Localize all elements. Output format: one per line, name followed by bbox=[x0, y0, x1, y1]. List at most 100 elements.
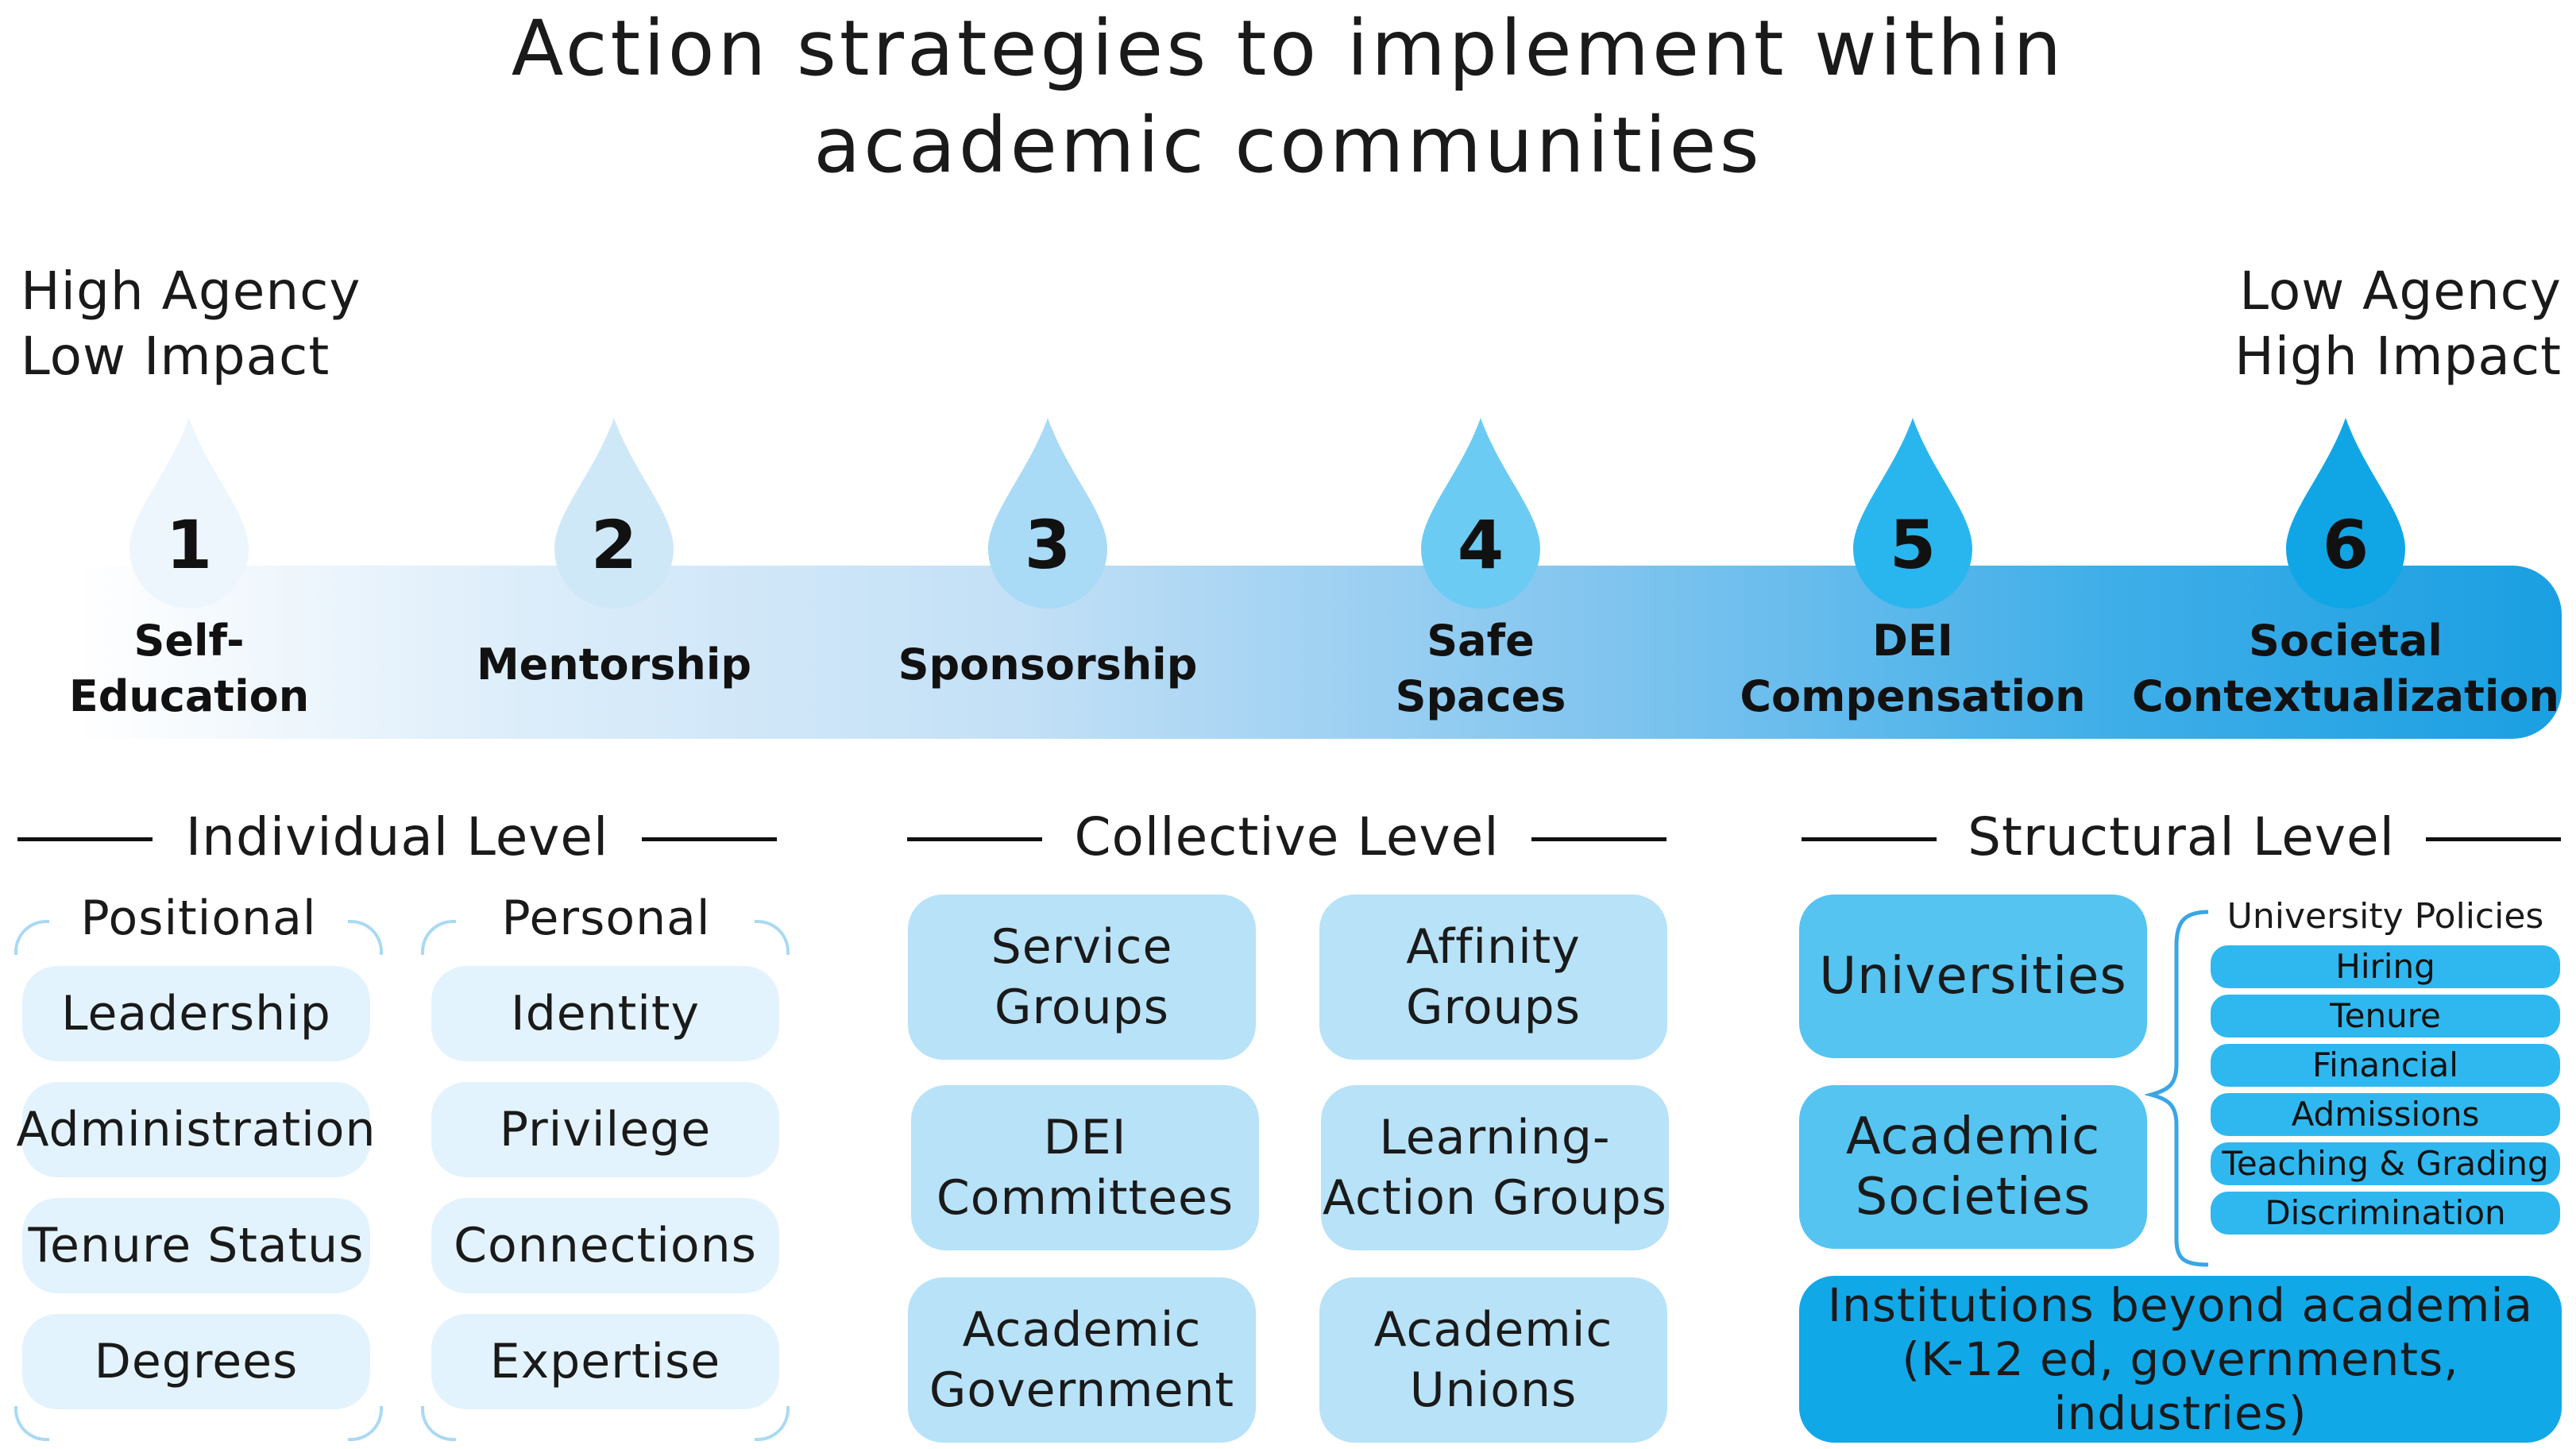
stage-number-5: 5 bbox=[1889, 506, 1937, 584]
positional-item: Leadership bbox=[22, 966, 370, 1061]
stage-label-line: Self- bbox=[133, 616, 245, 666]
stage-label-6: Societal Contextualization bbox=[2123, 613, 2568, 724]
collective-level-title: Collective Level bbox=[1074, 806, 1500, 867]
stage-label-line: DEI bbox=[1872, 616, 1953, 666]
collective-item-line: Academic bbox=[1373, 1302, 1613, 1358]
positional-brace-bottom-right bbox=[348, 1406, 383, 1441]
personal-item: Expertise bbox=[431, 1314, 779, 1409]
personal-item: Connections bbox=[431, 1198, 779, 1293]
stage-number-4: 4 bbox=[1457, 506, 1504, 584]
agency-impact-gradient-band bbox=[75, 566, 2562, 739]
institutions-beyond-academia-box: Institutions beyond academia (K-12 ed, g… bbox=[1799, 1276, 2562, 1443]
academic-societies-box: Academic Societies bbox=[1799, 1085, 2147, 1249]
stage-drop-3: 3 bbox=[988, 418, 1107, 609]
droplet-icon bbox=[129, 418, 249, 609]
policy-tag-admissions: Admissions bbox=[2211, 1093, 2560, 1136]
collective-item-line: Government bbox=[929, 1362, 1235, 1418]
stage-label-2: Mentorship bbox=[415, 637, 813, 693]
left-agency-line-1: High Agency bbox=[21, 261, 361, 322]
stage-label-line: Education bbox=[68, 671, 310, 721]
collective-item-line: Service bbox=[991, 919, 1173, 975]
droplet-icon bbox=[554, 418, 674, 609]
positional-item: Tenure Status bbox=[22, 1198, 370, 1293]
universities-box: Universities bbox=[1799, 895, 2147, 1058]
stage-label-3: Sponsorship bbox=[849, 637, 1246, 693]
collective-item-line: Learning- bbox=[1379, 1110, 1611, 1165]
policies-brace-icon bbox=[2145, 910, 2209, 1267]
stage-label-line: Sponsorship bbox=[898, 639, 1198, 690]
individual-level-title: Individual Level bbox=[185, 806, 609, 867]
stage-label-line: Mentorship bbox=[476, 639, 752, 690]
droplet-icon bbox=[1853, 418, 1972, 609]
academic-societies-line: Societies bbox=[1855, 1168, 2091, 1227]
right-agency-label: Low Agency High Impact bbox=[2234, 259, 2562, 389]
stage-number-1: 1 bbox=[165, 506, 213, 584]
collective-rule-right bbox=[1531, 837, 1666, 841]
institutions-beyond-line-1: Institutions beyond academia bbox=[1827, 1278, 2534, 1332]
positional-brace-bottom-left bbox=[14, 1406, 49, 1441]
stage-label-line: Safe bbox=[1427, 616, 1535, 666]
individual-rule-left bbox=[17, 837, 153, 841]
collective-item-academic-unions: Academic Unions bbox=[1319, 1277, 1667, 1443]
stage-label-1: Self- Education bbox=[0, 613, 388, 724]
collective-item-learning-action-groups: Learning- Action Groups bbox=[1321, 1085, 1669, 1250]
collective-item-line: Academic bbox=[962, 1302, 1202, 1358]
policy-tag-hiring: Hiring bbox=[2211, 945, 2560, 988]
collective-item-academic-government: Academic Government bbox=[908, 1277, 1256, 1443]
diagram-title: Action strategies to implement within ac… bbox=[0, 0, 2576, 194]
policy-tag-teaching-grading: Teaching & Grading bbox=[2211, 1142, 2560, 1185]
policy-tag-financial: Financial bbox=[2211, 1044, 2560, 1087]
left-agency-label: High Agency Low Impact bbox=[21, 259, 361, 389]
academic-societies-line: Academic bbox=[1845, 1107, 2101, 1166]
collective-rule-left bbox=[907, 837, 1042, 841]
stage-drop-6: 6 bbox=[2286, 418, 2405, 609]
right-agency-line-1: Low Agency bbox=[2239, 261, 2562, 322]
stage-drop-4: 4 bbox=[1421, 418, 1540, 609]
collective-item-service-groups: Service Groups bbox=[908, 895, 1256, 1060]
stage-label-line: Compensation bbox=[1740, 671, 2086, 721]
collective-item-line: Affinity bbox=[1406, 919, 1581, 975]
personal-item: Identity bbox=[431, 966, 779, 1061]
stage-drop-2: 2 bbox=[554, 418, 674, 609]
collective-item-affinity-groups: Affinity Groups bbox=[1319, 895, 1667, 1060]
title-line-2: academic communities bbox=[813, 101, 1763, 190]
stage-label-line: Societal bbox=[2249, 616, 2443, 666]
personal-title: Personal bbox=[501, 891, 711, 946]
stage-label-line: Contextualization bbox=[2132, 671, 2559, 721]
left-agency-line-2: Low Impact bbox=[21, 326, 330, 387]
collective-item-line: DEI bbox=[1043, 1110, 1127, 1165]
title-line-1: Action strategies to implement within bbox=[511, 4, 2065, 93]
positional-item: Administration bbox=[16, 1082, 376, 1177]
right-agency-line-2: High Impact bbox=[2234, 326, 2562, 387]
stage-drop-5: 5 bbox=[1853, 418, 1972, 609]
collective-item-dei-committees: DEI Committees bbox=[911, 1085, 1259, 1250]
stage-number-2: 2 bbox=[590, 506, 638, 584]
droplet-icon bbox=[988, 418, 1107, 609]
stage-number-6: 6 bbox=[2322, 506, 2369, 584]
structural-rule-right bbox=[2426, 837, 2561, 841]
collective-item-line: Groups bbox=[1406, 980, 1581, 1035]
policy-tag-tenure: Tenure bbox=[2211, 995, 2560, 1037]
structural-level-title: Structural Level bbox=[1968, 806, 2395, 867]
institutions-beyond-line-2: (K-12 ed, governments, industries) bbox=[1902, 1332, 2459, 1440]
stage-label-line: Spaces bbox=[1395, 671, 1566, 721]
positional-title: Positional bbox=[80, 891, 317, 946]
personal-brace-bottom-left bbox=[421, 1406, 456, 1441]
droplet-icon bbox=[2286, 418, 2405, 609]
policy-tag-discrimination: Discrimination bbox=[2211, 1192, 2560, 1235]
collective-item-line: Committees bbox=[936, 1170, 1234, 1226]
personal-item: Privilege bbox=[431, 1082, 779, 1177]
stage-number-3: 3 bbox=[1024, 506, 1072, 584]
structural-rule-left bbox=[1802, 837, 1937, 841]
stage-drop-1: 1 bbox=[129, 418, 249, 609]
personal-brace-bottom-right bbox=[755, 1406, 790, 1441]
collective-item-line: Groups bbox=[994, 980, 1169, 1035]
individual-rule-right bbox=[642, 837, 777, 841]
collective-item-line: Unions bbox=[1409, 1362, 1578, 1418]
droplet-icon bbox=[1421, 418, 1540, 609]
collective-item-line: Action Groups bbox=[1323, 1170, 1667, 1226]
university-policies-title: University Policies bbox=[2226, 896, 2544, 937]
stage-label-4: Safe Spaces bbox=[1282, 613, 1679, 724]
stage-label-5: DEI Compensation bbox=[1714, 613, 2111, 724]
positional-item: Degrees bbox=[22, 1314, 370, 1409]
